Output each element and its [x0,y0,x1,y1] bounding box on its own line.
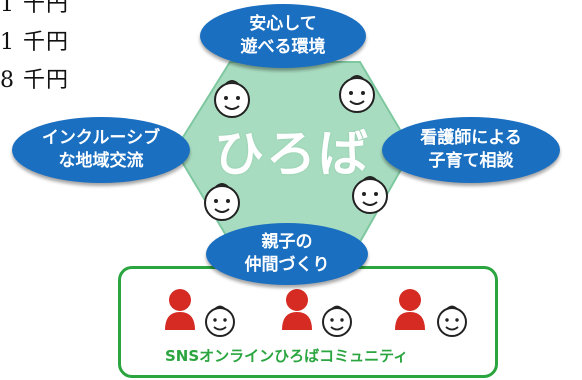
baby-face-icon [352,176,388,214]
baby-face-icon [214,80,250,118]
budget-line-1: 1 千円 [0,0,69,17]
baby-face-icon [322,305,352,337]
parent-red-icon [165,289,195,330]
oval-parent-peer-network: 親子の 仲間づくり [206,223,368,285]
oval-nurse-consultation: 看護師による 子育て相談 [382,117,560,183]
parent-red-icon [395,289,425,330]
oval-text-line: 親子の [261,232,313,252]
oval-text-line: 看護師による [420,128,522,148]
parent-red-icon [282,289,312,330]
center-title-hiroba: ひろば [214,125,370,183]
budget-line-2: 1 千円 [0,30,69,55]
baby-face-icon [437,305,467,337]
baby-face-icon [205,305,235,337]
baby-face-icon [339,75,375,113]
oval-safe-play-environment: 安心して 遊べる環境 [200,4,366,68]
oval-text-line: 仲間づくり [244,255,330,275]
oval-text-line: インクルーシブ [41,128,161,148]
community-label: SNSオンラインひろばコミュニティ [165,347,409,365]
oval-text-line: 遊べる環境 [240,37,326,57]
baby-face-icon [204,183,240,221]
oval-text-line: 子育て相談 [428,151,514,171]
oval-inclusive-community: インクルーシブ な地域交流 [12,117,190,183]
budget-line-3: 8 千円 [0,68,69,93]
oval-text-line: な地域交流 [58,151,144,171]
oval-text-line: 安心して [249,14,317,34]
